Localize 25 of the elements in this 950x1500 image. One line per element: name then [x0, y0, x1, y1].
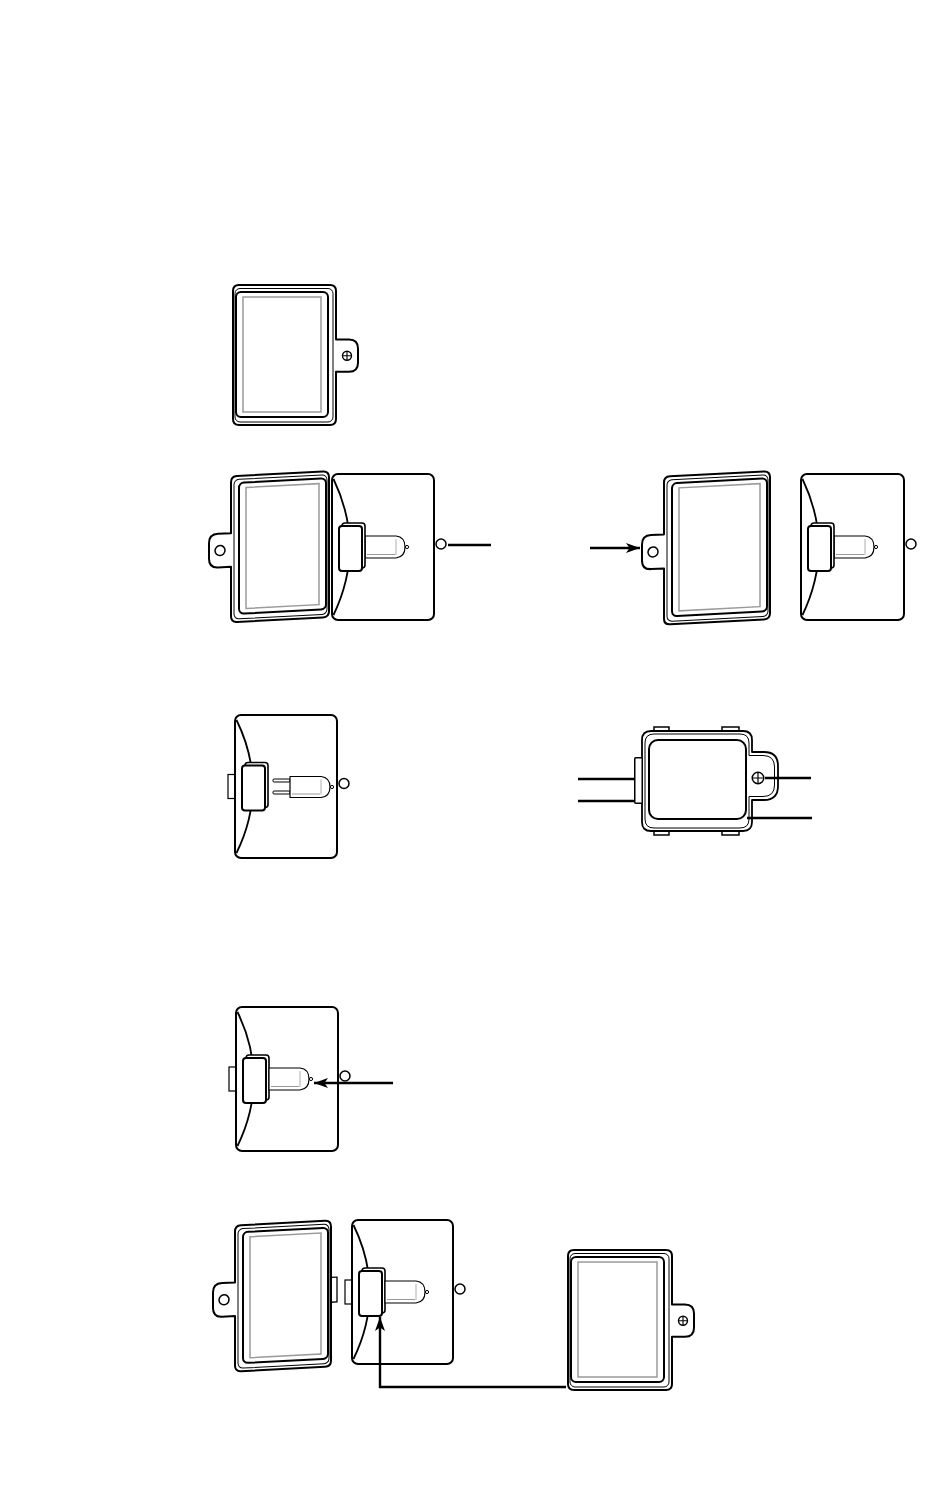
leader-line — [578, 799, 634, 803]
seal-frame — [648, 739, 747, 820]
lamp-bulb — [384, 1280, 430, 1304]
open-cover-drawing — [211, 1218, 340, 1375]
lamp-housing-drawing — [330, 472, 448, 622]
lamp-socket — [242, 1054, 270, 1104]
lamp-socket — [358, 1267, 386, 1317]
arrow — [314, 1078, 393, 1088]
lamp-housing-drawing — [799, 472, 918, 622]
screw — [751, 771, 765, 785]
lamp-housing — [227, 1005, 352, 1153]
arrow — [375, 1317, 566, 1389]
lamp-housing — [343, 1218, 467, 1366]
leader-line — [765, 776, 811, 780]
cover-drawing — [566, 1248, 696, 1392]
cover-drawing — [231, 283, 360, 427]
leader-line — [578, 777, 634, 781]
lamp-housing-drawing — [226, 713, 351, 860]
leader-line — [747, 816, 812, 820]
leader-line — [448, 543, 491, 547]
cover-drawing — [640, 469, 772, 628]
arrow — [590, 543, 640, 553]
clip — [634, 757, 643, 804]
lamp-bulb — [268, 1067, 314, 1091]
open-cover-drawing — [207, 469, 331, 626]
